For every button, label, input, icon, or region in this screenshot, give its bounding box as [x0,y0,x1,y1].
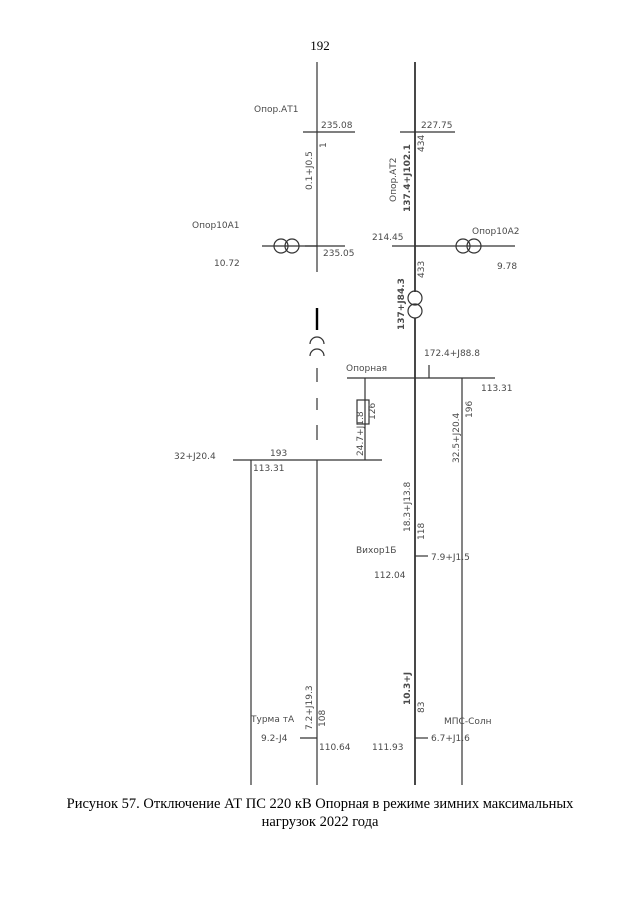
flow-mid-current: 118 [417,523,427,540]
flow-trafo-current: 433 [417,261,427,278]
flow-lower-current: 83 [417,702,427,713]
trafo-a2-right [466,238,482,254]
volt-opor10a1: 10.72 [214,259,240,269]
figure-caption: Рисунок 57. Отключение АТ ПС 220 кВ Опор… [66,796,574,830]
flow-opornaya-load: 172.4+J88.8 [424,349,480,359]
label-vikhor: Вихор1Б [356,546,396,556]
flow-at2-main: 137.4+J102.1 [403,144,413,212]
trafo-main-top [407,290,423,306]
trafo-a1-left [273,238,289,254]
flow-right-line-current: 196 [465,401,475,418]
label-mps: МПС-Солн [444,717,492,727]
flow-vikhor-load: 7.9+J1.5 [431,553,470,563]
volt-at1-top: 235.08 [321,121,353,131]
flow-tie-current: 126 [368,403,378,420]
trafo-main-bottom [407,303,423,319]
volt-turma: 110.64 [319,743,351,753]
flow-mps-load: 6.7+J1.6 [431,734,470,744]
trafo-a2-left [455,238,471,254]
volt-opor10a2: 9.78 [497,262,517,272]
trafo-at1-off-bottom [309,348,325,357]
volt-at1-bottom: 235.05 [323,249,355,259]
volt-bus-left: 113.31 [253,464,285,474]
flow-lower: 10.3+J [403,672,413,705]
flow-at2-current: 434 [417,135,427,152]
flow-right-line: 32.5+J20.4 [452,412,462,463]
flow-tie: 24.7+J1.8 [356,411,366,456]
flow-turma-current: 108 [318,710,328,727]
flow-at1-main: 0.1+J0.5 [305,151,315,190]
flow-turma: 7.2+J19.3 [305,685,315,730]
trafo-a1-right [284,238,300,254]
flow-at1-current: 1 [319,142,329,148]
label-opor-at1: Опор.АТ1 [254,105,298,115]
flow-left-bus-current: 193 [270,449,287,459]
flow-left-bus-load: 32+J20.4 [174,452,216,462]
volt-vikhor: 112.04 [374,571,406,581]
label-opornaya: Опорная [346,364,387,374]
flow-turma-load: 9.2-J4 [261,734,288,744]
trafo-at1-off-top [309,336,325,345]
label-opor10a2: Опор10А2 [472,227,520,237]
flow-mid: 18.3+J13.8 [403,481,413,532]
switch-tie [356,399,370,425]
flow-trafo-main: 137+J84.3 [397,278,407,330]
volt-at2-bottom: 214.45 [372,233,404,243]
label-turma: Турма тА [250,715,295,725]
volt-bus-right: 113.31 [481,384,513,394]
page-number: 192 [310,38,330,53]
label-opor-at2: Опор.АТ2 [389,158,399,202]
volt-mps: 111.93 [372,743,404,753]
label-opor10a1: Опор10А1 [192,221,240,231]
volt-at2-top: 227.75 [421,121,453,131]
